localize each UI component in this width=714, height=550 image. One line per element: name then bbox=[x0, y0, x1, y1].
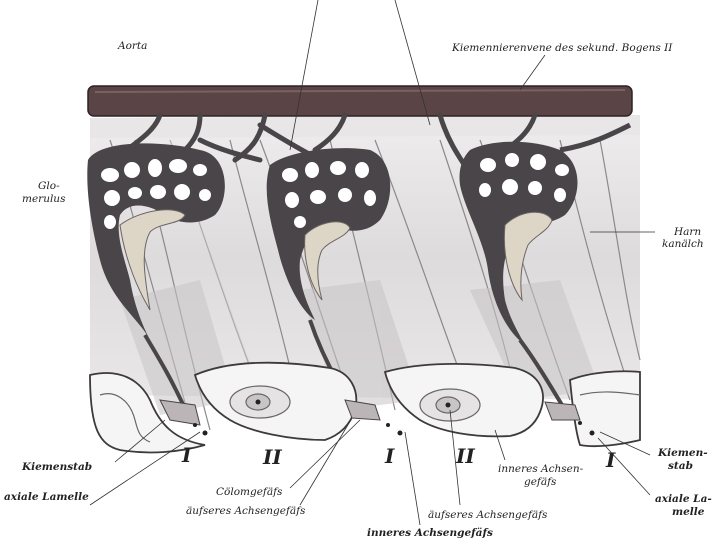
label-axiale-lamelle-right-line1: axiale La- bbox=[655, 493, 712, 505]
label-aorta: Aorta bbox=[118, 40, 147, 52]
label-glomerulus-line1: Glo- bbox=[38, 180, 60, 192]
numeral-1: I bbox=[182, 443, 191, 467]
numeral-3: I bbox=[385, 444, 394, 468]
label-inneres-achsengefaess-right-line1: inneres Achsen- bbox=[498, 463, 583, 475]
label-coelomgefaess: Cölomgefäfs bbox=[216, 486, 282, 498]
numeral-5: I bbox=[606, 448, 615, 472]
label-kiemennierenvene: Kiemennierenvene des sekund. Bogens II bbox=[452, 42, 672, 54]
label-inneres-achsengefaess-bottom: inneres Achsengefäfs bbox=[367, 527, 493, 539]
label-kiemenstab-left: Kiemenstab bbox=[22, 461, 92, 473]
label-harnkanaelchen-line2: kanälch bbox=[662, 238, 704, 250]
numeral-2: II bbox=[263, 445, 282, 469]
label-inneres-achsengefaess-right-line2: gefäfs bbox=[524, 476, 556, 488]
label-aeusseres-achsengefaess-left: äufseres Achsengefäfs bbox=[186, 505, 305, 517]
label-kiemenstab-right-line1: Kiemen- bbox=[658, 447, 708, 459]
label-aeusseres-achsengefaess-right: äufseres Achsengefäfs bbox=[428, 509, 547, 521]
label-glomerulus-line2: merulus bbox=[22, 193, 65, 205]
numeral-4: II bbox=[456, 444, 475, 468]
label-axiale-lamelle-right-line2: melle bbox=[672, 506, 704, 518]
label-harnkanaelchen-line1: Harn bbox=[674, 226, 701, 238]
label-kiemenstab-right-line2: stab bbox=[668, 460, 693, 472]
label-axiale-lamelle-left: axiale Lamelle bbox=[4, 491, 89, 503]
